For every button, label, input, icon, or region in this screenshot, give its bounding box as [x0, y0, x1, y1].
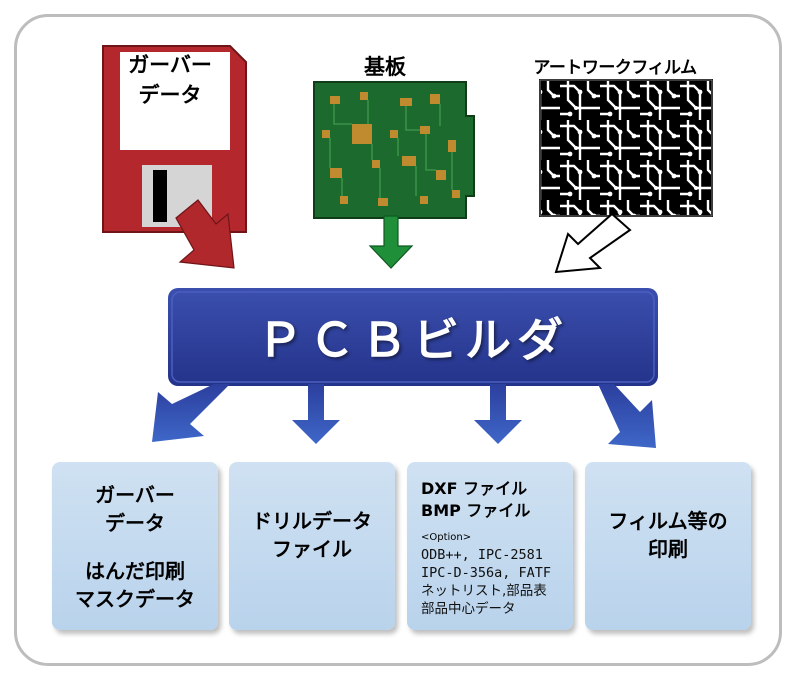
output-arrow-2	[292, 384, 340, 444]
output-arrow-4	[598, 384, 656, 448]
film-label: アートワークフィルム	[533, 58, 697, 78]
output-box-1-line-3: はんだ印刷	[85, 559, 185, 583]
output-box-gerber: ガーバー データ はんだ印刷 マスクデータ	[52, 462, 218, 630]
output-box-1-line-1: ガーバー	[95, 483, 175, 507]
floppy-label-line-2: データ	[138, 83, 202, 107]
pcb-builder-label: ＰＣＢビルダ	[257, 313, 569, 367]
output-box-drill: ドリルデータ ファイル	[229, 462, 395, 630]
output-box-dxf-bmp: DXF ファイル BMP ファイル <Option> ODB++, IPC-25…	[407, 462, 573, 630]
output-box-4-line-2: 印刷	[648, 537, 688, 561]
output-arrow-3	[474, 384, 522, 444]
option-line-2: IPC-D-356a, FATF	[421, 565, 552, 581]
output-box-1-line-4: マスクデータ	[75, 587, 195, 611]
output-box-4-line-1: フィルム等の	[608, 509, 728, 533]
output-box-1-line-2: データ	[105, 511, 165, 535]
white-arrow-icon	[554, 212, 632, 274]
floppy-disk-icon	[102, 45, 247, 233]
output-arrow-1	[152, 384, 230, 442]
artwork-film-icon	[539, 79, 713, 217]
output-box-3-line-1: DXF ファイル	[421, 479, 528, 498]
red-arrow-icon	[175, 199, 235, 269]
output-arrows	[152, 384, 656, 448]
pcb-label: 基板	[364, 55, 406, 79]
floppy-label-line-1: ガーバー	[128, 53, 212, 77]
circuit-board-icon	[313, 81, 475, 219]
output-box-film-print: フィルム等の 印刷	[585, 462, 751, 630]
option-line-4: 部品中心データ	[421, 601, 516, 617]
option-line-3: ネットリスト,部品表	[421, 583, 547, 599]
output-box-3-line-2: BMP ファイル	[421, 501, 531, 520]
pcb-builder-block	[168, 288, 658, 386]
floppy-label: ガーバー データ	[120, 50, 220, 110]
option-label: <Option>	[421, 532, 472, 543]
output-box-2-line-2: ファイル	[272, 537, 352, 561]
output-box-2-line-1: ドリルデータ	[252, 509, 372, 533]
green-arrow-icon	[368, 215, 414, 269]
option-line-1: ODB++, IPC-2581	[421, 547, 543, 563]
